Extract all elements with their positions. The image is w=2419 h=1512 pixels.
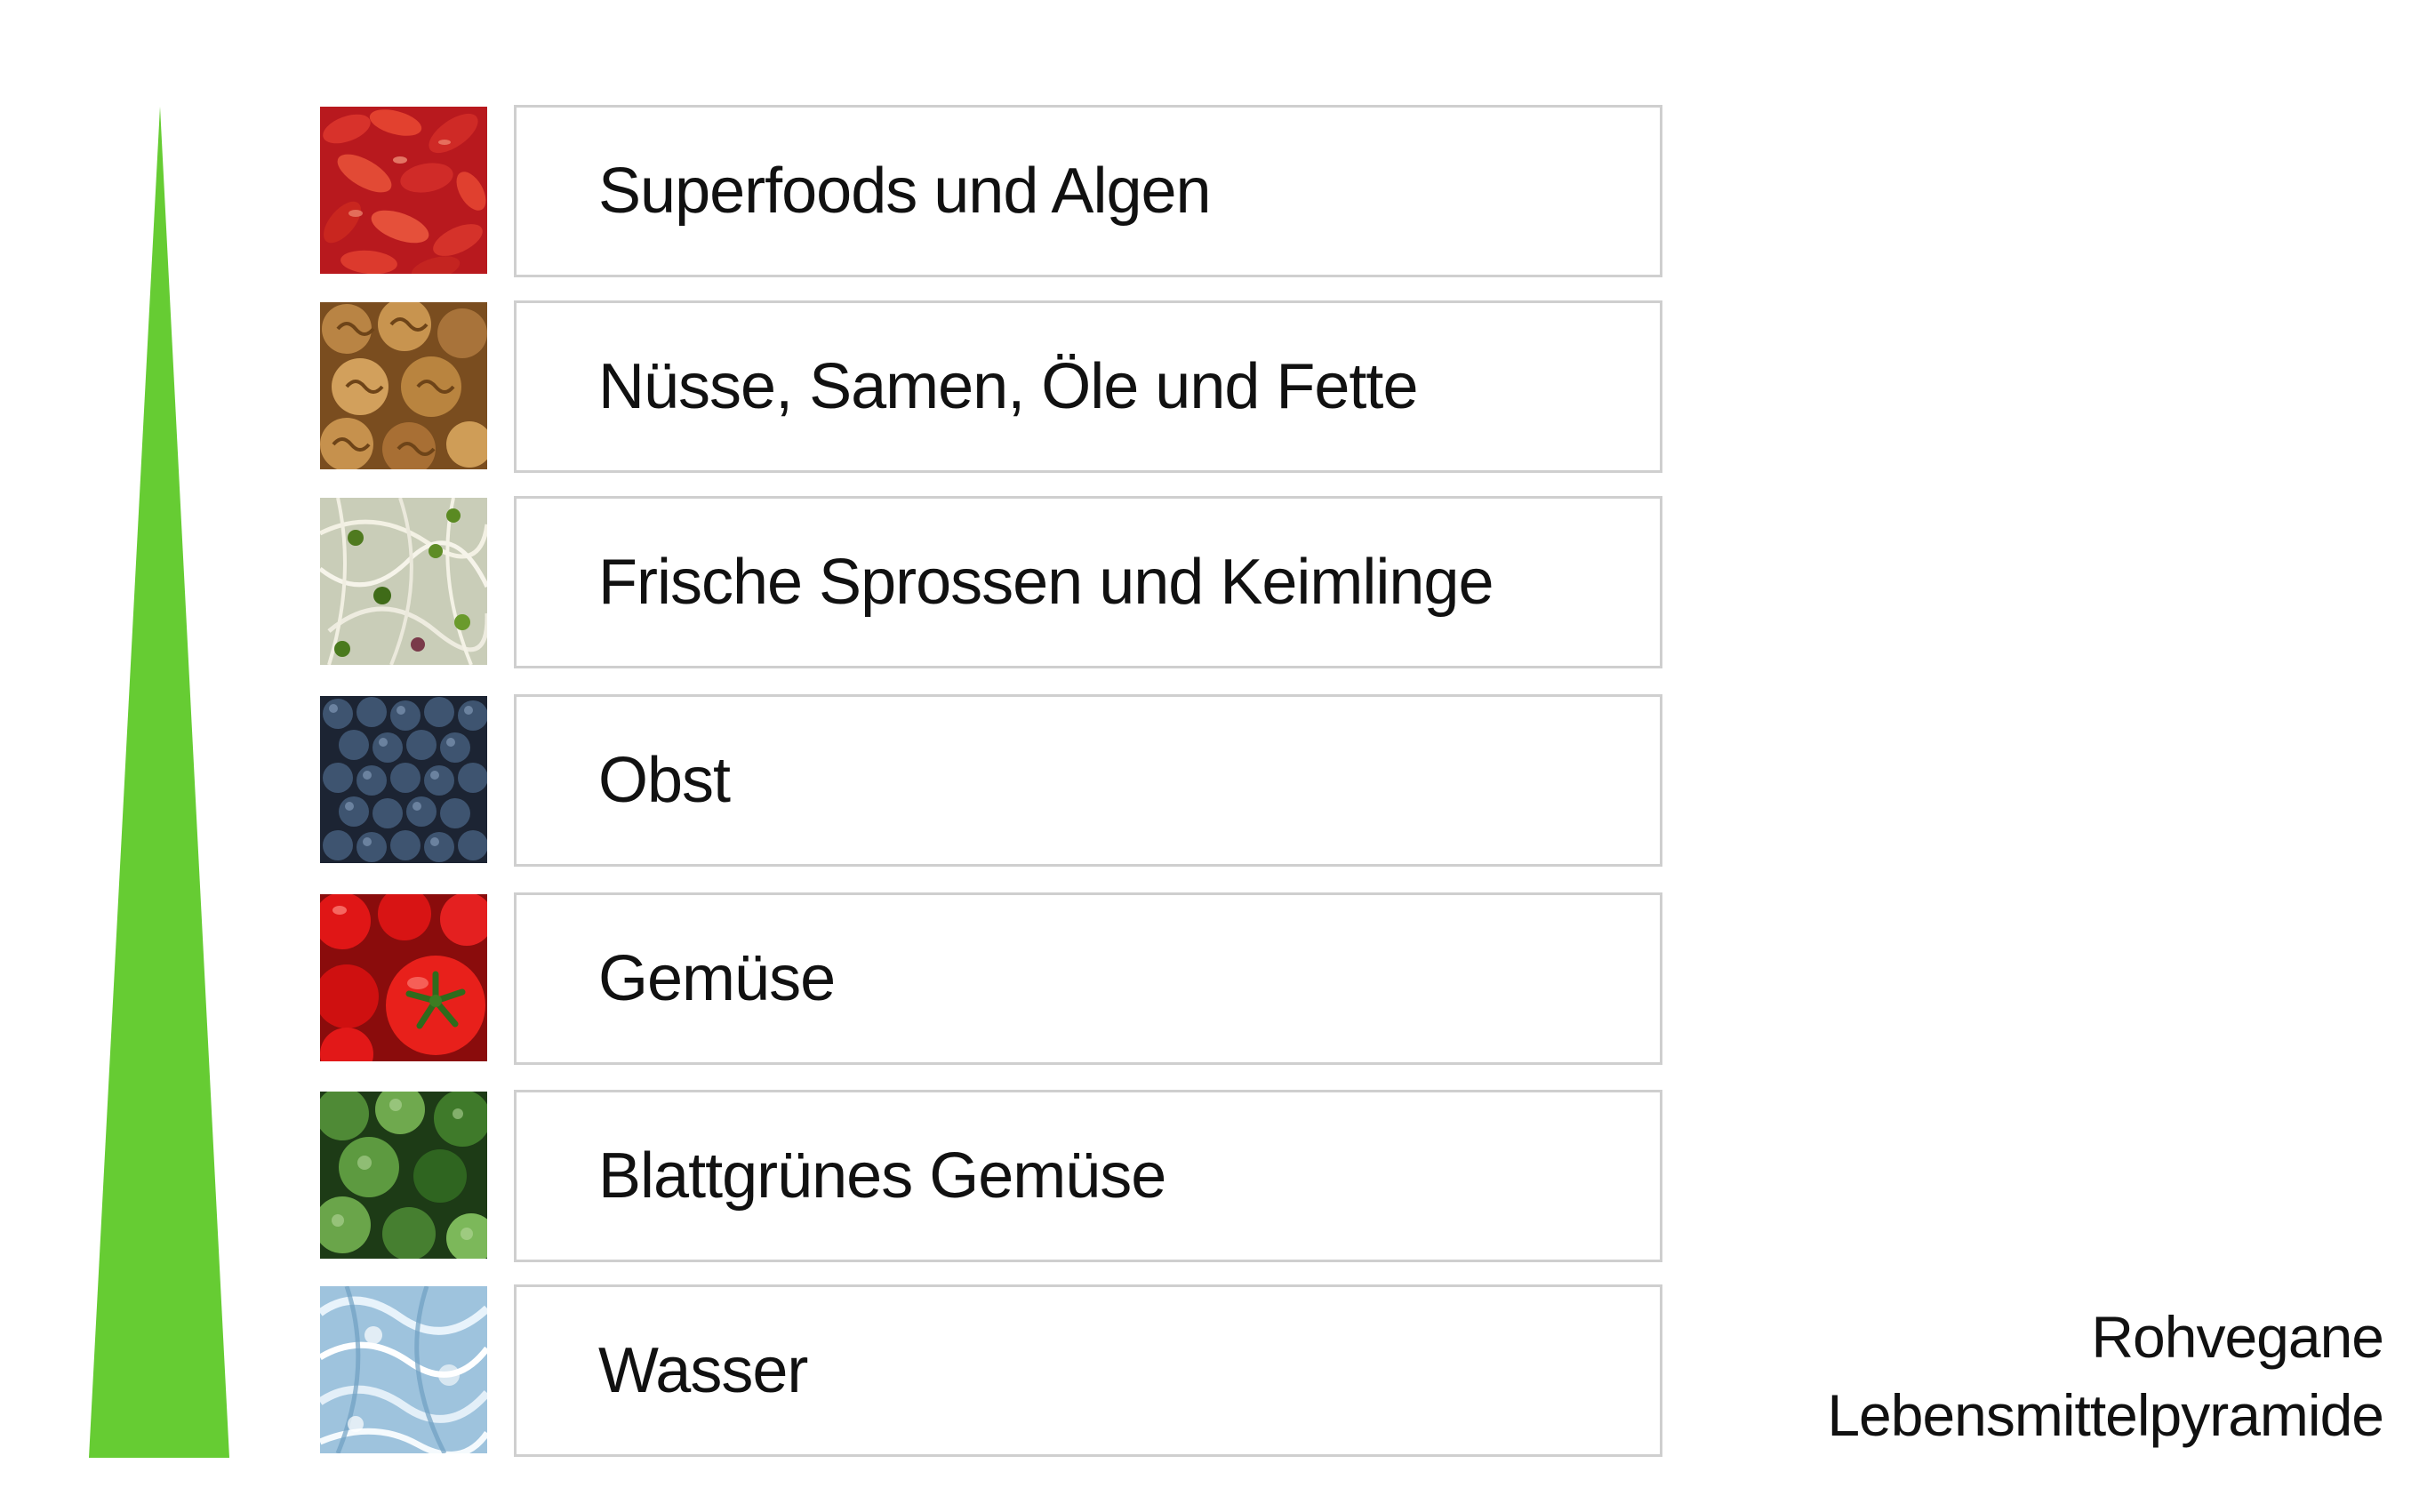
blueberries-image: [320, 696, 487, 863]
label-box: Obst: [514, 694, 1662, 867]
kale-image: [320, 1092, 487, 1259]
level-label: Obst: [598, 745, 731, 816]
level-label: Nüsse, Samen, Öle und Fette: [598, 351, 1418, 422]
pyramid-level-nuts: Nüsse, Samen, Öle und Fette: [320, 300, 1662, 476]
label-box: Frische Sprossen und Keimlinge: [514, 496, 1662, 668]
pyramid-level-fruit: Obst: [320, 694, 1662, 870]
label-box: Gemüse: [514, 892, 1662, 1065]
tomatoes-image: [320, 894, 487, 1061]
pyramid-level-vegetables: Gemüse: [320, 892, 1662, 1068]
pyramid-level-superfoods: Superfoods und Algen: [320, 105, 1662, 281]
label-box: Wasser: [514, 1284, 1662, 1457]
level-label: Wasser: [598, 1335, 808, 1406]
caption-line-2: Lebensmittelpyramide: [1827, 1382, 2384, 1448]
diagram-caption: Rohvegane Lebensmittelpyramide: [1827, 1298, 2384, 1454]
level-label: Frische Sprossen und Keimlinge: [598, 547, 1494, 618]
pyramid-level-sprouts: Frische Sprossen und Keimlinge: [320, 496, 1662, 672]
walnuts-image: [320, 302, 487, 469]
level-label: Superfoods und Algen: [598, 156, 1212, 227]
pyramid-level-leafy-greens: Blattgrünes Gemüse: [320, 1090, 1662, 1266]
goji-berries-image: [320, 107, 487, 274]
sprouts-image: [320, 498, 487, 665]
label-box: Superfoods und Algen: [514, 105, 1662, 277]
caption-line-1: Rohvegane: [2091, 1304, 2384, 1370]
label-box: Blattgrünes Gemüse: [514, 1090, 1662, 1262]
level-label: Gemüse: [598, 943, 836, 1014]
water-image: [320, 1286, 487, 1453]
pyramid-level-water: Wasser: [320, 1284, 1662, 1460]
level-label: Blattgrünes Gemüse: [598, 1140, 1166, 1212]
label-box: Nüsse, Samen, Öle und Fette: [514, 300, 1662, 473]
